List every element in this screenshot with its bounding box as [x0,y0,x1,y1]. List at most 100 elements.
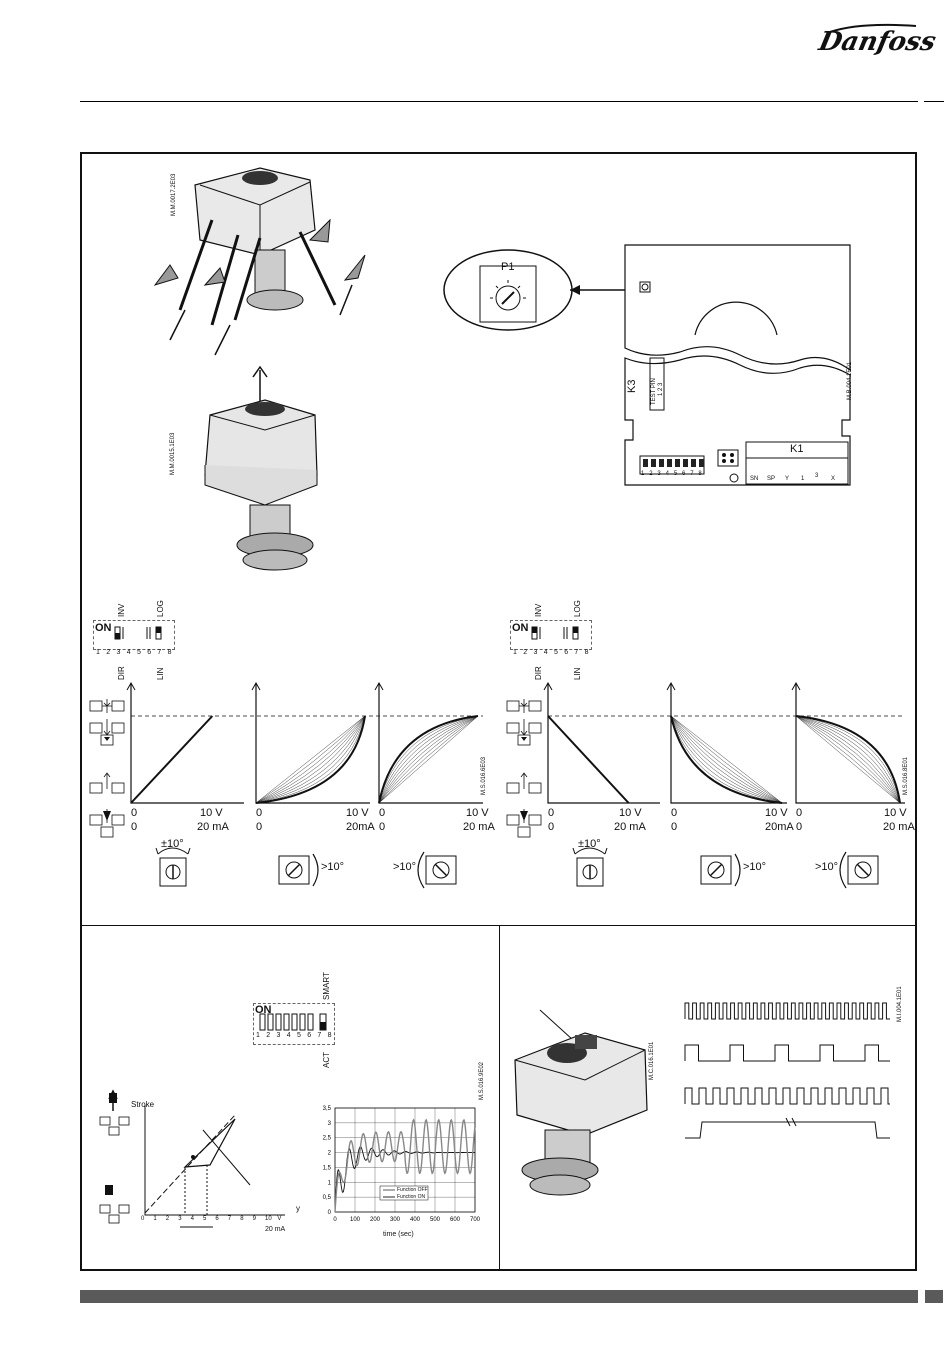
smart-series-off [334,1118,476,1213]
curve-family-5 [670,715,783,804]
stroke-tick: 5 [203,1216,207,1222]
curve-family-2 [255,715,366,804]
axis-zero-1b: 0 [131,821,138,833]
circuit-board [624,244,851,486]
curve-family-6 [795,715,901,804]
smart-xtick: 600 [450,1217,461,1223]
curve-family-6 [795,715,901,804]
smart-legend-on: Function ON [397,1194,426,1200]
smart-ytick: 2,5 [323,1136,332,1142]
dip-smart-numbers: 1 2 3 4 5 6 7 8 [256,1032,334,1039]
terminal-1: 1 [801,476,805,482]
axis-zero-4b: 0 [548,821,555,833]
axis-arrow-panel-6 [791,681,801,691]
actuator-removal-illustration [153,167,366,356]
dip-switch-left [93,620,175,650]
stroke-label: Stroke [131,1100,155,1109]
valve-symbols-left [89,699,125,838]
smart-ytick: 1,5 [323,1165,332,1171]
terminal-sp: SP [767,476,776,482]
stroke-ma-label: 20 mA [265,1226,286,1233]
terminal-sn: SN [750,476,759,482]
stroke-tick: V [277,1216,282,1222]
axis-panel-5 [670,683,787,804]
led-pattern-short-pulse [684,1044,890,1062]
curve-family-3 [378,715,479,804]
curve-family-2 [255,715,366,804]
stroke-tick: 1 [153,1216,157,1222]
curve-family-5 [670,715,783,804]
curve-family-2 [255,715,366,804]
stroke-diagram [99,1089,285,1228]
smart-xtick: 200 [370,1217,381,1223]
curve-family-6 [795,715,901,804]
knob-gt10-right-label-a: >10° [743,861,767,873]
knob-pm10-right-label: ±10° [578,838,601,850]
curve-family-3 [378,715,479,804]
bottom-column-divider [499,925,500,1271]
axis-arrow-panel-2 [251,681,261,691]
stroke-tick: 2 [165,1216,170,1222]
knob-gt10-left-ccw [417,851,457,889]
header-rule-short [924,101,944,102]
knob-gt10-left [278,853,319,887]
axis-10v-6: 10 V [884,807,907,819]
terminal-y: Y [785,476,790,482]
axis-zero-5a: 0 [671,807,678,819]
axis-arrow-panel-3 [374,681,384,691]
axis-zero-6b: 0 [796,821,803,833]
k1-label: K1 [790,443,804,455]
smart-ytick: 1 [328,1180,332,1186]
axis-zero-4a: 0 [548,807,555,819]
axis-arrow-panel-4 [543,681,553,691]
led-code: M.I.004.1E01 [897,986,903,1022]
smart-xtick: 100 [350,1217,361,1223]
dip-switch-right [510,620,592,650]
dip-left-on: ON [95,622,112,634]
curve-family-3 [378,715,479,804]
axis-20ma-4: 20 mA [614,821,646,833]
axis-zero-2a: 0 [256,807,263,819]
curve-family-3 [378,715,479,804]
curve-family-5 [670,715,783,804]
dip-right-on: ON [512,622,529,634]
dip-smart-on: ON [255,1004,272,1016]
footer-page-box [925,1290,943,1303]
curve-family-6 [795,715,901,804]
dip-switch-smart [253,1003,335,1045]
curve-family-5 [670,715,783,804]
danfoss-logo: Danfoss [815,23,939,57]
curve-family-5 [670,715,783,804]
axis-10v-2: 10 V [346,807,369,819]
axis-zero-3b: 0 [379,821,386,833]
curve-family-2 [255,715,366,804]
axis-10v-4: 10 V [619,807,642,819]
curve-family-6 [795,715,901,804]
header-rule [80,101,918,102]
smart-ytick: 2 [328,1151,332,1157]
stroke-tick: 6 [215,1216,219,1222]
actuator-led-photo [514,1009,648,1196]
footer-bar [80,1290,918,1303]
axis-20ma-3: 20 mA [463,821,495,833]
knob-pm10-right [572,847,608,887]
led-pattern-steady [685,1121,890,1139]
smart-ytick: 0 [328,1210,332,1216]
axis-arrow-panel-5 [666,681,676,691]
curve-family-3 [378,715,479,804]
axis-20ma-1: 20 mA [197,821,229,833]
axis-zero-2b: 0 [256,821,263,833]
actuator-install-illustration [204,365,318,571]
axis-zero-1a: 0 [131,807,138,819]
curve-family-2 [255,715,366,804]
stroke-tick: 9 [252,1216,256,1222]
curve-family-3 [378,715,479,804]
axis-arrow-panel-1 [126,681,136,691]
curve-family-6 [795,715,901,804]
terminal-x: X [831,476,836,482]
smart-xtick: 300 [390,1217,401,1223]
stroke-x-label: y [296,1204,300,1213]
